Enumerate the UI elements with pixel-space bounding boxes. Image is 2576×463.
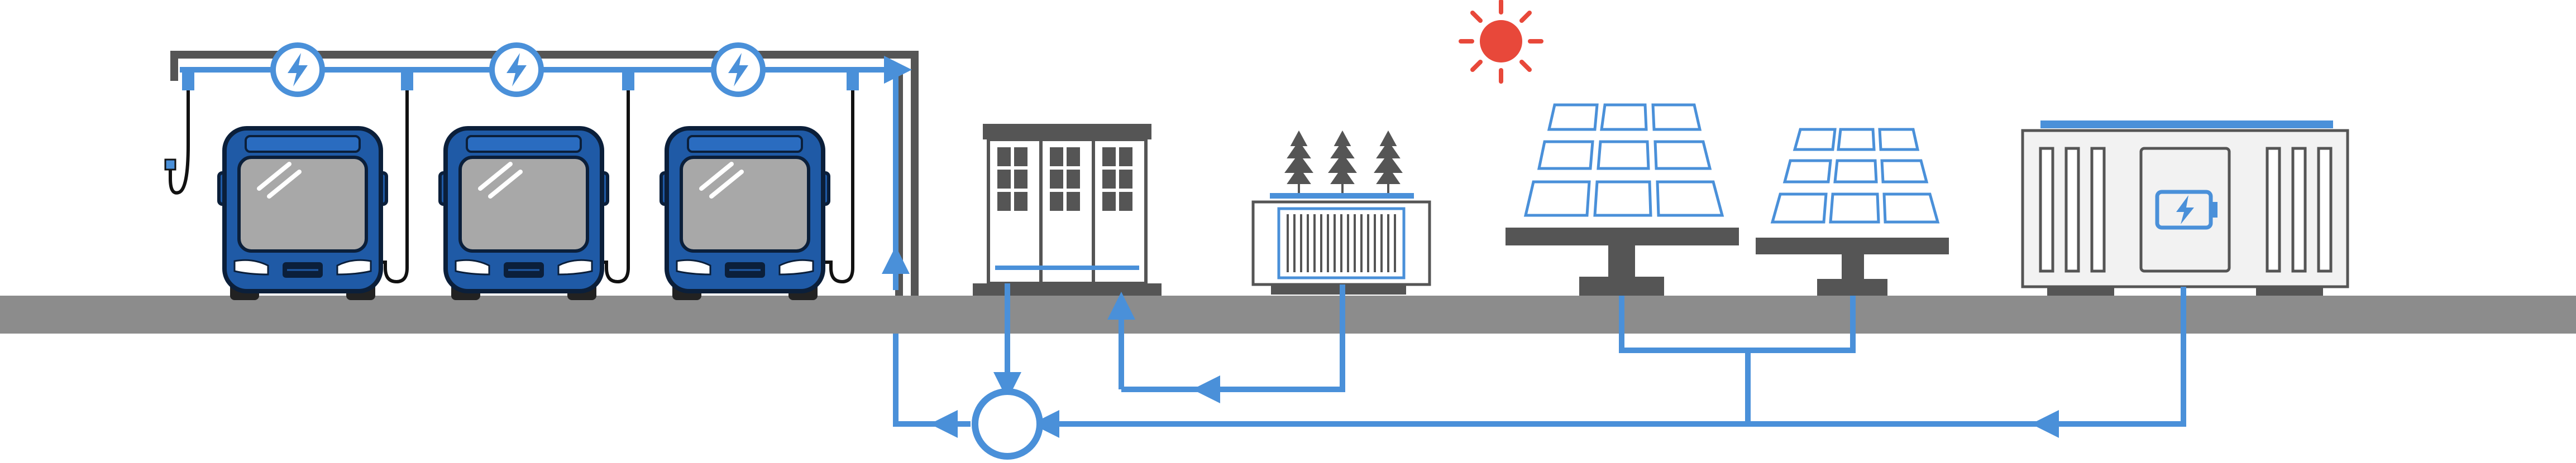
solar-array-1: [1506, 103, 1739, 296]
underground-power-lines: [893, 283, 2186, 438]
power-junction-node: [972, 388, 1043, 460]
battery-bolt-icon: [2155, 190, 2217, 230]
charger-icon-2: [489, 42, 544, 97]
charger-icon-3: [711, 42, 766, 97]
solar-array-2: [1756, 128, 1949, 296]
ground-strip: [0, 296, 2576, 334]
battery-storage-container: [2021, 120, 2349, 296]
electric-bus-1: [219, 128, 386, 300]
electric-bus-3: [661, 128, 829, 300]
power-pylon-icon: [1284, 130, 1403, 195]
switchgear-cabinet: [973, 124, 1162, 296]
electric-bus-2: [440, 128, 608, 300]
sun-icon: [1459, 0, 1543, 84]
charger-icon-1: [270, 42, 325, 97]
transformer: [1251, 130, 1431, 295]
